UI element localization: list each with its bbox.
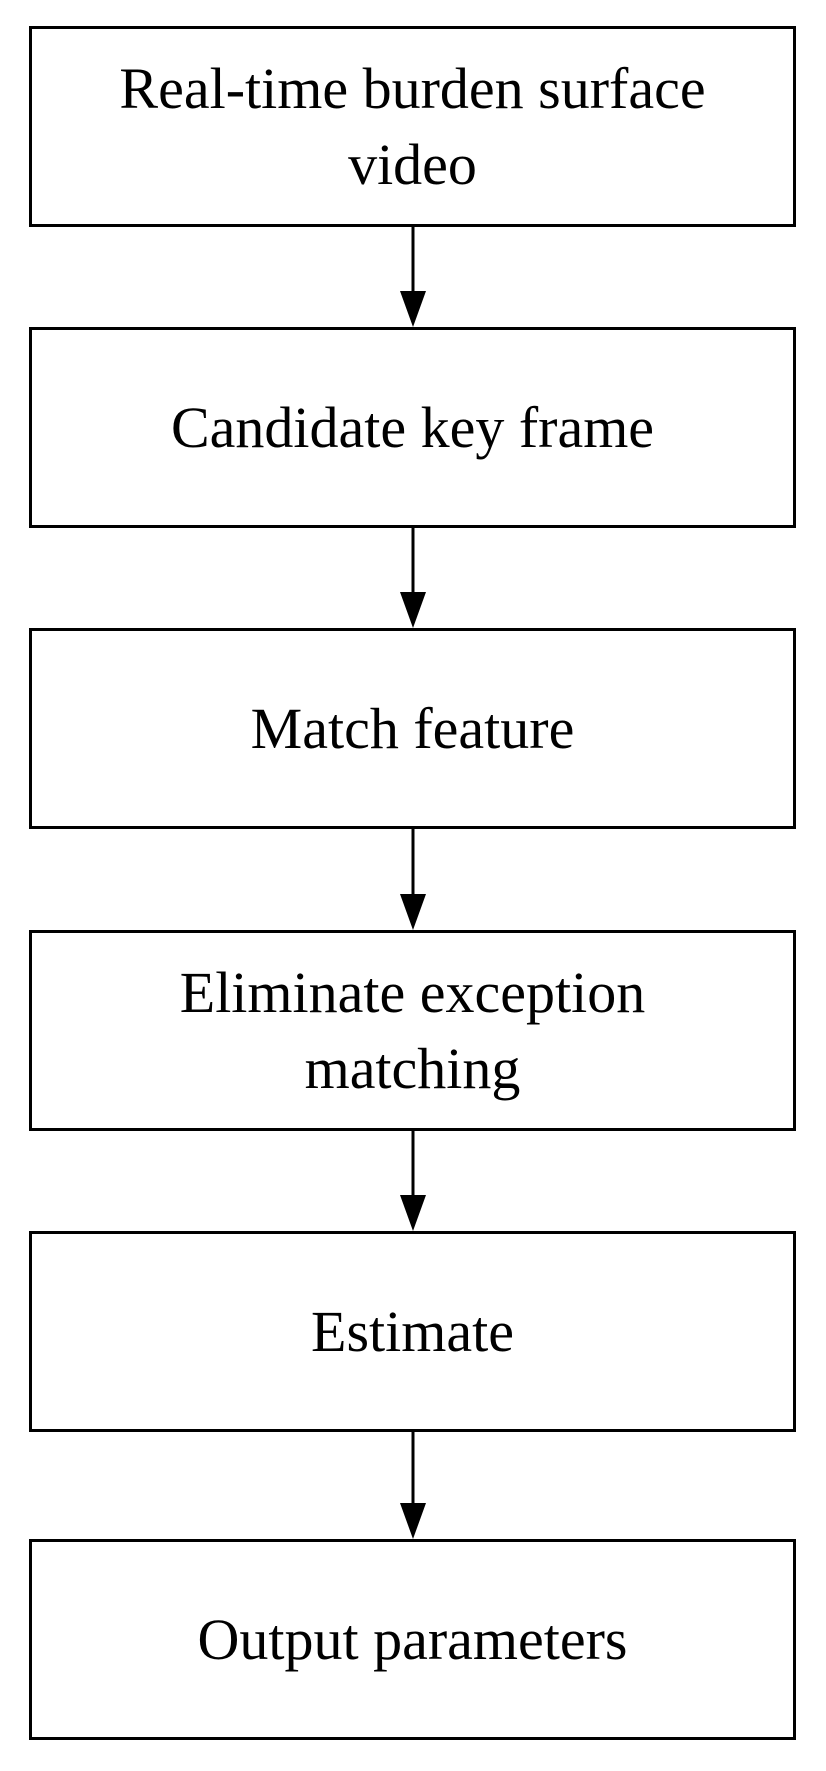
step-label: Candidate key frame [170, 394, 655, 460]
step-box-output-parameters: Output parameters [29, 1539, 796, 1740]
step-label: Output parameters [197, 1606, 628, 1672]
arrow-2-to-3 [400, 528, 426, 628]
arrow-3-to-4 [400, 829, 426, 930]
step-box-estimate: Estimate [29, 1231, 796, 1432]
step-label: Estimate [311, 1298, 514, 1364]
step-box-eliminate-exception-matching: Eliminate exception matching [29, 930, 796, 1131]
step-label: Real-time burden surface video [119, 55, 706, 197]
arrow-4-to-5 [400, 1131, 426, 1231]
step-label: Eliminate exception matching [179, 959, 646, 1101]
step-box-candidate-key-frame: Candidate key frame [29, 327, 796, 528]
arrow-1-to-2 [400, 227, 426, 327]
arrow-5-to-6 [400, 1432, 426, 1539]
step-box-real-time-video: Real-time burden surface video [29, 26, 796, 227]
step-label: Match feature [250, 695, 575, 761]
step-box-match-feature: Match feature [29, 628, 796, 829]
